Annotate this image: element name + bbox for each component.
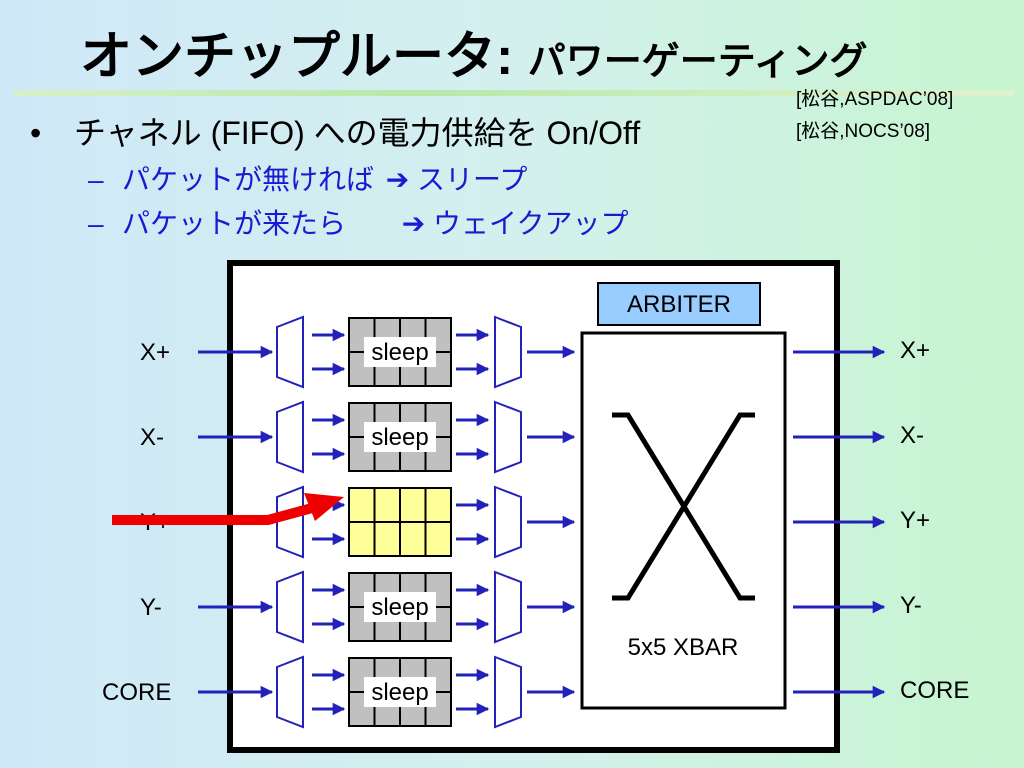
mux [494, 315, 522, 389]
incoming-packet-arrow [112, 503, 314, 525]
input-port-label: X+ [140, 339, 170, 366]
mux [494, 655, 522, 729]
references: [松谷,ASPDAC’08] [松谷,NOCS’08] [796, 84, 953, 148]
incoming-packet-arrowhead [304, 493, 344, 521]
sleep-label-bg [364, 677, 436, 707]
output-port-label: Y+ [900, 507, 930, 534]
mux [494, 570, 522, 644]
input-port-label: CORE [102, 679, 171, 706]
bullet-text: チャネル (FIFO) への電力供給を On/Off [74, 115, 641, 151]
title-main: オンチップルータ: [80, 28, 528, 86]
demux [276, 400, 304, 474]
output-port-label: X- [900, 422, 924, 449]
output-port-label: Y- [900, 592, 922, 619]
sleep-label: sleep [371, 594, 428, 621]
arbiter-box [597, 282, 761, 326]
output-port-label: CORE [900, 677, 969, 704]
demux [276, 485, 304, 559]
sleep-label-bg [364, 592, 436, 622]
subitem-dash: – [88, 164, 104, 195]
arbiter-label: ARBITER [627, 291, 731, 318]
right-arrow-icon: ➔ [385, 164, 410, 195]
sleep-label: sleep [371, 424, 428, 451]
subitem-result: スリープ [417, 164, 528, 195]
demux [276, 315, 304, 389]
crossbar-label: 5x5 XBAR [628, 634, 739, 661]
sleep-label-bg [364, 422, 436, 452]
demux [276, 655, 304, 729]
crossbar-line-2 [612, 412, 755, 601]
subitem-dash: – [88, 208, 104, 239]
mux [494, 485, 522, 559]
sleep-label: sleep [371, 679, 428, 706]
subitem-wakeup: –パケットが来たら ➔ ウェイクアップ [88, 202, 629, 242]
subitem-text: パケットが来たら [122, 208, 347, 239]
mux [494, 400, 522, 474]
bullet-marker: • [30, 115, 42, 151]
sleep-label-bg [364, 337, 436, 367]
input-port-label: X- [140, 424, 164, 451]
crossbar-box [580, 331, 787, 710]
right-arrow-icon: ➔ [401, 208, 426, 239]
subitem-text: パケットが無ければ [122, 164, 375, 195]
demux [276, 570, 304, 644]
sleep-label: sleep [371, 339, 428, 366]
subitem-result: ウェイクアップ [433, 208, 629, 239]
bullet-item: • チャネル (FIFO) への電力供給を On/Off [30, 108, 640, 154]
slide-title: オンチップルータ: パワーゲーティング [80, 14, 868, 89]
title-sub: パワーゲーティング [527, 41, 868, 83]
title-underline [14, 90, 1014, 96]
input-port-label: Y- [140, 594, 162, 621]
reference-2: [松谷,NOCS’08] [796, 121, 931, 142]
output-port-label: X+ [900, 337, 930, 364]
subitem-sleep: –パケットが無ければ ➔ スリープ [88, 158, 527, 198]
reference-1: [松谷,ASPDAC’08] [796, 89, 954, 110]
